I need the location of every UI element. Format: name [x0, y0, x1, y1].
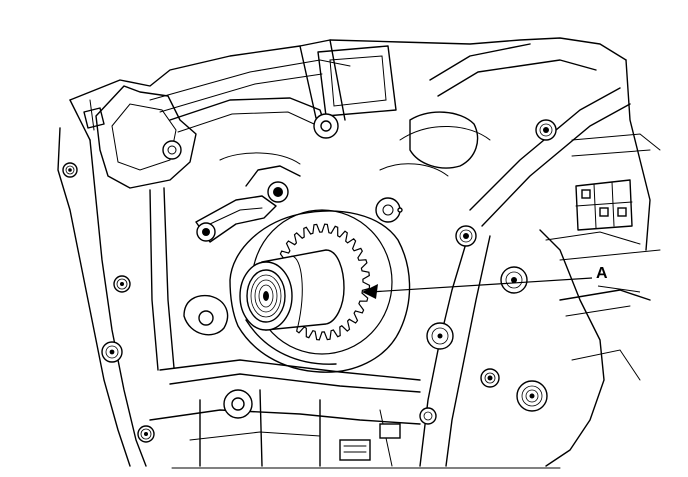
- casting-bosses: [183, 197, 403, 461]
- callout-leader-arrow: [362, 277, 641, 299]
- bolt-hole: [101, 341, 123, 363]
- bolt-hole: [426, 322, 454, 350]
- callout-label-a: A: [596, 265, 608, 282]
- bolt-hole: [455, 225, 477, 247]
- crankshaft-snout: [239, 249, 345, 331]
- bolt-hole: [516, 380, 548, 412]
- bolt-hole: [500, 266, 528, 294]
- bolt-holes: [62, 119, 557, 443]
- bolt-hole: [419, 407, 437, 425]
- bolt-hole: [62, 162, 78, 178]
- bolt-hole: [480, 368, 500, 388]
- bolt-hole: [137, 425, 155, 443]
- bolt-hole: [535, 119, 557, 141]
- mounting-bracket: [83, 85, 339, 189]
- lever-arm: [195, 165, 301, 243]
- bolt-hole: [113, 275, 131, 293]
